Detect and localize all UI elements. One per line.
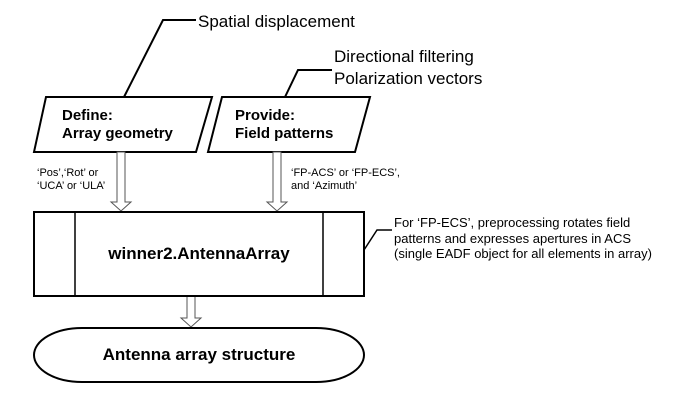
define-label: Define: Array geometry	[62, 107, 173, 143]
callout-line-directional	[284, 69, 332, 98]
annotation-directional-line2: Polarization vectors	[334, 69, 483, 88]
define-label-line1: Define:	[62, 107, 113, 124]
arrow-process	[179, 295, 203, 328]
annotation-directional: Directional filtering Polarization vecto…	[334, 46, 482, 90]
provide-arrow-label: ‘FP-ACS’ or ‘FP-ECS’, and ‘Azimuth’	[291, 167, 400, 193]
arrow-define	[109, 151, 133, 212]
define-label-line2: Array geometry	[62, 125, 173, 142]
annotation-directional-line1: Directional filtering	[334, 47, 474, 66]
provide-arrow-label-line1: ‘FP-ACS’ or ‘FP-ECS’,	[291, 167, 400, 179]
callout-line-ecs	[363, 229, 392, 251]
process-box	[33, 211, 365, 297]
arrow-provide	[265, 151, 289, 212]
provide-parallelogram	[206, 96, 372, 153]
define-parallelogram	[32, 96, 214, 153]
annotation-spatial-displacement: Spatial displacement	[198, 12, 355, 31]
annotation-ecs-line2: patterns and expresses apertures in ACS	[394, 230, 632, 246]
process-label: winner2.AntennaArray	[108, 244, 290, 263]
annotation-ecs-line3: (single EADF object for all elements in …	[394, 246, 652, 261]
define-arrow-label-line2: ‘UCA’ or ‘ULA’	[37, 180, 106, 192]
provide-arrow-label-line2: and ‘Azimuth’	[291, 180, 358, 192]
annotation-ecs-line1: For ‘FP-ECS’, preprocessing rotates fiel…	[394, 215, 631, 230]
provide-label-line1: Provide:	[235, 107, 296, 124]
define-arrow-label: ‘Pos’,‘Rot’ or ‘UCA’ or ‘ULA’	[37, 167, 105, 193]
define-arrow-label-line1: ‘Pos’,‘Rot’ or	[37, 167, 99, 179]
output-label: Antenna array structure	[102, 345, 296, 364]
provide-label-line2: Field patterns	[235, 125, 334, 142]
output-terminator	[33, 327, 365, 383]
callout-line-spatial	[123, 19, 196, 98]
provide-label: Provide: Field patterns	[235, 107, 333, 143]
annotation-ecs: For ‘FP-ECS’, preprocessing rotates fiel…	[394, 215, 652, 262]
